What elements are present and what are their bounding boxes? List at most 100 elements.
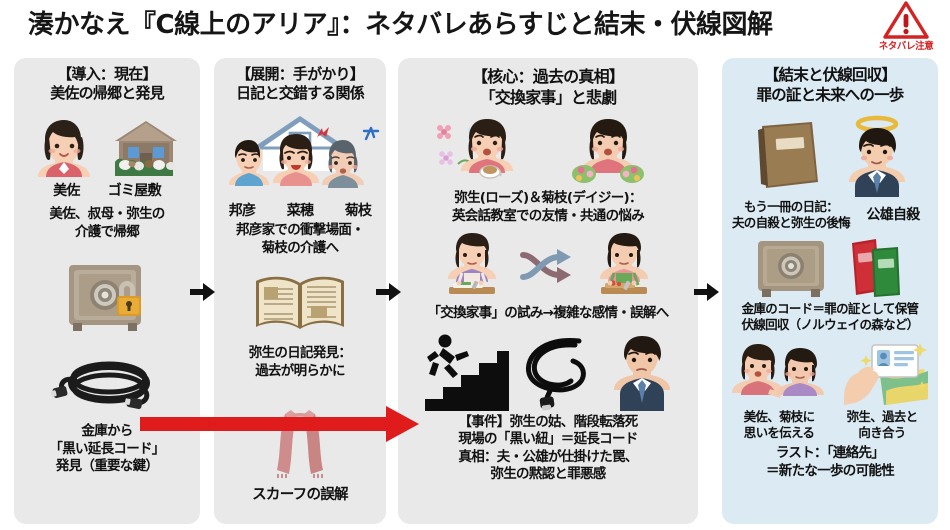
panel-3-caption-3-line4: 弥生の黙認と罪悪感 bbox=[490, 466, 606, 482]
panel-3-heading-line1: 【核心：過去の真相】 bbox=[471, 67, 625, 86]
panel-1-caption-2-line3: 発見（重要な鍵） bbox=[55, 458, 159, 474]
panel-4-caption-4: ラスト：「連絡先」 ＝新たな一歩の可能性 bbox=[722, 445, 938, 480]
panel-4-label-kimio-suicide: 公雄自殺 bbox=[866, 207, 920, 223]
panel-3-caption-3-line2: 現場の「黒い紐」＝延長コード bbox=[458, 431, 638, 447]
figure-final-scenes bbox=[722, 341, 938, 407]
two-women-talking-icon bbox=[732, 344, 824, 398]
panel-4-caption-4-line1: ラスト：「連絡先」 bbox=[775, 445, 885, 461]
panel-3-heading-line2: 「交換家事」と悲劇 bbox=[479, 88, 618, 107]
open-diary-icon bbox=[256, 276, 344, 329]
panel-4-heading-line2: 罪の証と未来への一歩 bbox=[756, 86, 904, 104]
panel-1-heading-line2: 美佐の帰郷と発見 bbox=[50, 84, 164, 102]
man-kimio-suit-icon bbox=[614, 335, 670, 411]
panel-3-caption-3: 【事件】弥生の姑、階段転落死 現場の「黒い紐」＝延長コード 真相：夫・公雄が仕掛… bbox=[398, 414, 698, 484]
panel-2-caption-1-line2: 菊枝の介護へ bbox=[261, 239, 340, 256]
woman-cooking-green-icon bbox=[600, 233, 648, 294]
label-kikue: 菊枝 bbox=[344, 203, 372, 219]
page-title: 湊かなえ『C線上のアリア』：ネタバレあらすじと結末・伏線図解 bbox=[28, 10, 773, 40]
panel-3-caption-3-line1: 【事件】弥生の姑、階段転落死 bbox=[458, 413, 638, 430]
panel-2-caption-2-line2: 過去が明らかに bbox=[255, 362, 345, 379]
black-right-arrow-icon bbox=[190, 283, 215, 301]
panel-3-caption-2: 「交換家事」の試み→複雑な感情・誤解へ bbox=[427, 305, 669, 321]
boy-kunihiko-icon bbox=[229, 140, 269, 186]
panel-2-caption-1: 邦彦家での衝撃場面・ 菊枝の介護へ bbox=[214, 222, 386, 257]
woman-kikue-flowers-icon bbox=[572, 119, 644, 183]
panel-core-truth: 【核心：過去の真相】 「交換家事」と悲劇 bbox=[398, 58, 698, 524]
man-with-halo-icon bbox=[849, 115, 905, 197]
black-right-arrow-icon bbox=[694, 283, 719, 301]
black-right-arrow-icon bbox=[376, 283, 401, 301]
woman-misa-icon bbox=[38, 120, 90, 177]
red-green-books-icon bbox=[852, 239, 900, 297]
figure-misa bbox=[33, 115, 95, 181]
header: 湊かなえ『C線上のアリア』：ネタバレあらすじと結末・伏線図解 ネタバレ注意 bbox=[0, 0, 950, 52]
figure-tea-friends bbox=[398, 116, 698, 188]
panel-2-heading-line2: 日記と交錯する関係 bbox=[236, 84, 365, 102]
coiled-black-cord-icon bbox=[525, 337, 586, 410]
trash-house-icon bbox=[115, 121, 177, 176]
panel-introduction: 【導入：現在】 美佐の帰郷と発見 bbox=[14, 58, 200, 524]
panel-2-heading: 【展開：手がかり】 日記と交錯する関係 bbox=[214, 58, 386, 105]
panel-4-caption-2-line2: 伏線回収（ノルウェイの森など） bbox=[741, 317, 919, 332]
elderly-kikue-icon bbox=[322, 140, 364, 188]
panel-2-heading-line1: 【展開：手がかり】 bbox=[236, 65, 365, 83]
safe-with-padlock-icon bbox=[69, 265, 141, 331]
panel-4-caption-2: 金庫のコード＝罪の証として保管 伏線回収（ノルウェイの森など） bbox=[722, 301, 938, 333]
panel-4-caption-2-line1: 金庫のコード＝罪の証として保管 bbox=[741, 301, 919, 316]
panel-4-caption-1-line1: もう一冊の日記： bbox=[743, 199, 839, 214]
warning-triangle-icon bbox=[883, 1, 929, 39]
panel-1-caption-2-line1: 金庫から bbox=[81, 423, 133, 439]
panel-1-heading: 【導入：現在】 美佐の帰郷と発見 bbox=[14, 58, 200, 105]
figure-housework-swap bbox=[398, 231, 698, 303]
spoiler-warning-badge: ネタバレ注意 bbox=[870, 1, 942, 52]
woman-naho-angry-icon bbox=[273, 134, 319, 186]
spoiler-warning-label: ネタバレ注意 bbox=[878, 41, 934, 52]
panel-4-caption-3-left-line2: 思いを伝える bbox=[743, 425, 815, 440]
panel-1-caption-1: 美佐、叔母・弥生の 介護で帰郷 bbox=[14, 206, 200, 241]
label-misa: 美佐 bbox=[53, 183, 80, 199]
figure-kunihiko-family bbox=[214, 111, 386, 199]
figure-extension-cord bbox=[14, 353, 200, 419]
panel-3-caption-1-line2: 英会話教室での友情・共通の悩み bbox=[452, 207, 645, 224]
panel-4-caption-3-right-line2: 向き合う bbox=[858, 425, 906, 440]
black-extension-cord-icon bbox=[50, 361, 150, 410]
panel-1-heading-line1: 【導入：現在】 bbox=[57, 65, 157, 83]
figure-diary bbox=[214, 271, 386, 341]
panel-development: 【展開：手がかり】 日記と交錯する関係 bbox=[214, 58, 386, 524]
panel-4-caption-3-left-line1: 美佐、菊枝に bbox=[743, 409, 816, 424]
panel-3-caption-1-line1: 弥生(ローズ)＆菊枝(デイジー)： bbox=[454, 190, 642, 206]
panel-4-caption-3-left: 美佐、菊枝に 思いを伝える bbox=[731, 409, 827, 441]
figure-safe-and-books bbox=[722, 237, 938, 299]
figure-second-diary bbox=[722, 115, 938, 197]
panel-1-caption-1-line1: 美佐、叔母・弥生の bbox=[49, 206, 165, 222]
label-kunihiko: 邦彦 bbox=[228, 203, 256, 219]
panel-4-heading-line1: 【結末と伏線回収】 bbox=[763, 66, 897, 84]
panel-1-caption-2: 金庫から 「黒い延長コード」 発見（重要な鍵） bbox=[14, 423, 200, 476]
panel-4-caption-1: もう一冊の日記： 夫の自殺と弥生の後悔 bbox=[729, 199, 853, 231]
safe-icon bbox=[758, 241, 824, 297]
hand-holding-card-icon bbox=[844, 343, 928, 405]
person-falling-stairs-icon bbox=[425, 334, 509, 411]
panel-3-caption-1: 弥生(ローズ)＆菊枝(デイジー)： 英会話教室での友情・共通の悩み bbox=[398, 190, 698, 225]
arrow-panel2-to-panel3 bbox=[376, 281, 402, 303]
red-right-arrow-icon bbox=[140, 406, 419, 442]
panel-3-caption-3-line3: 真相：夫・公雄が仕掛けた罠、 bbox=[458, 448, 638, 465]
panel-4-caption-1-line2: 夫の自殺と弥生の後悔 bbox=[731, 215, 851, 230]
swap-arrows-icon bbox=[520, 249, 571, 283]
panel-4-caption-3-right-line1: 弥生、過去と bbox=[846, 409, 919, 424]
panel-3-heading: 【核心：過去の真相】 「交換家事」と悲劇 bbox=[398, 58, 698, 110]
anger-mark-icon bbox=[317, 127, 329, 137]
panel-2-caption-1-line1: 邦彦家での衝撃場面・ bbox=[236, 222, 365, 238]
panel-1-caption-1-line2: 介護で帰郷 bbox=[75, 223, 140, 240]
panel-4-caption-4-line2: ＝新たな一歩の可能性 bbox=[766, 462, 895, 479]
arrow-panel3-to-panel4 bbox=[694, 281, 720, 303]
woman-yayoi-tea-icon bbox=[461, 119, 513, 179]
panel-ending-foreshadowing: 【結末と伏線回収】 罪の証と未来への一歩 bbox=[722, 58, 938, 524]
woman-cooking-purple-icon bbox=[448, 233, 496, 294]
arrow-panel1-to-panel2 bbox=[190, 281, 216, 303]
panel-4-heading: 【結末と伏線回収】 罪の証と未来への一歩 bbox=[722, 58, 938, 107]
shock-mark-icon bbox=[362, 126, 380, 141]
brown-diary-book-icon bbox=[758, 122, 818, 188]
label-naho: 菜穂 bbox=[286, 203, 314, 219]
